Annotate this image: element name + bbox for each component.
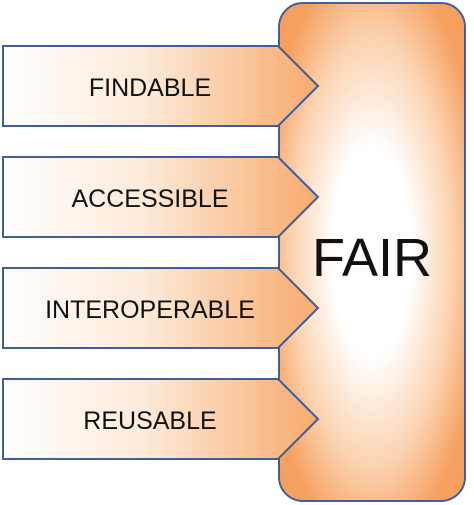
arrow-shape bbox=[2, 378, 320, 460]
principle-label: REUSABLE bbox=[83, 407, 216, 435]
arrow-shape bbox=[2, 267, 320, 349]
principle-label: ACCESSIBLE bbox=[71, 185, 228, 213]
principle-accessible: ACCESSIBLE bbox=[2, 156, 320, 238]
principle-reusable: REUSABLE bbox=[2, 378, 320, 460]
arrow-shape bbox=[2, 156, 320, 238]
principle-label: FINDABLE bbox=[89, 74, 211, 102]
principle-label: INTEROPERABLE bbox=[45, 296, 255, 324]
fair-label: FAIR bbox=[312, 228, 432, 288]
principle-findable: FINDABLE bbox=[2, 45, 320, 127]
principle-interoperable: INTEROPERABLE bbox=[2, 267, 320, 349]
fair-box bbox=[278, 2, 466, 502]
arrow-shape bbox=[2, 45, 320, 127]
